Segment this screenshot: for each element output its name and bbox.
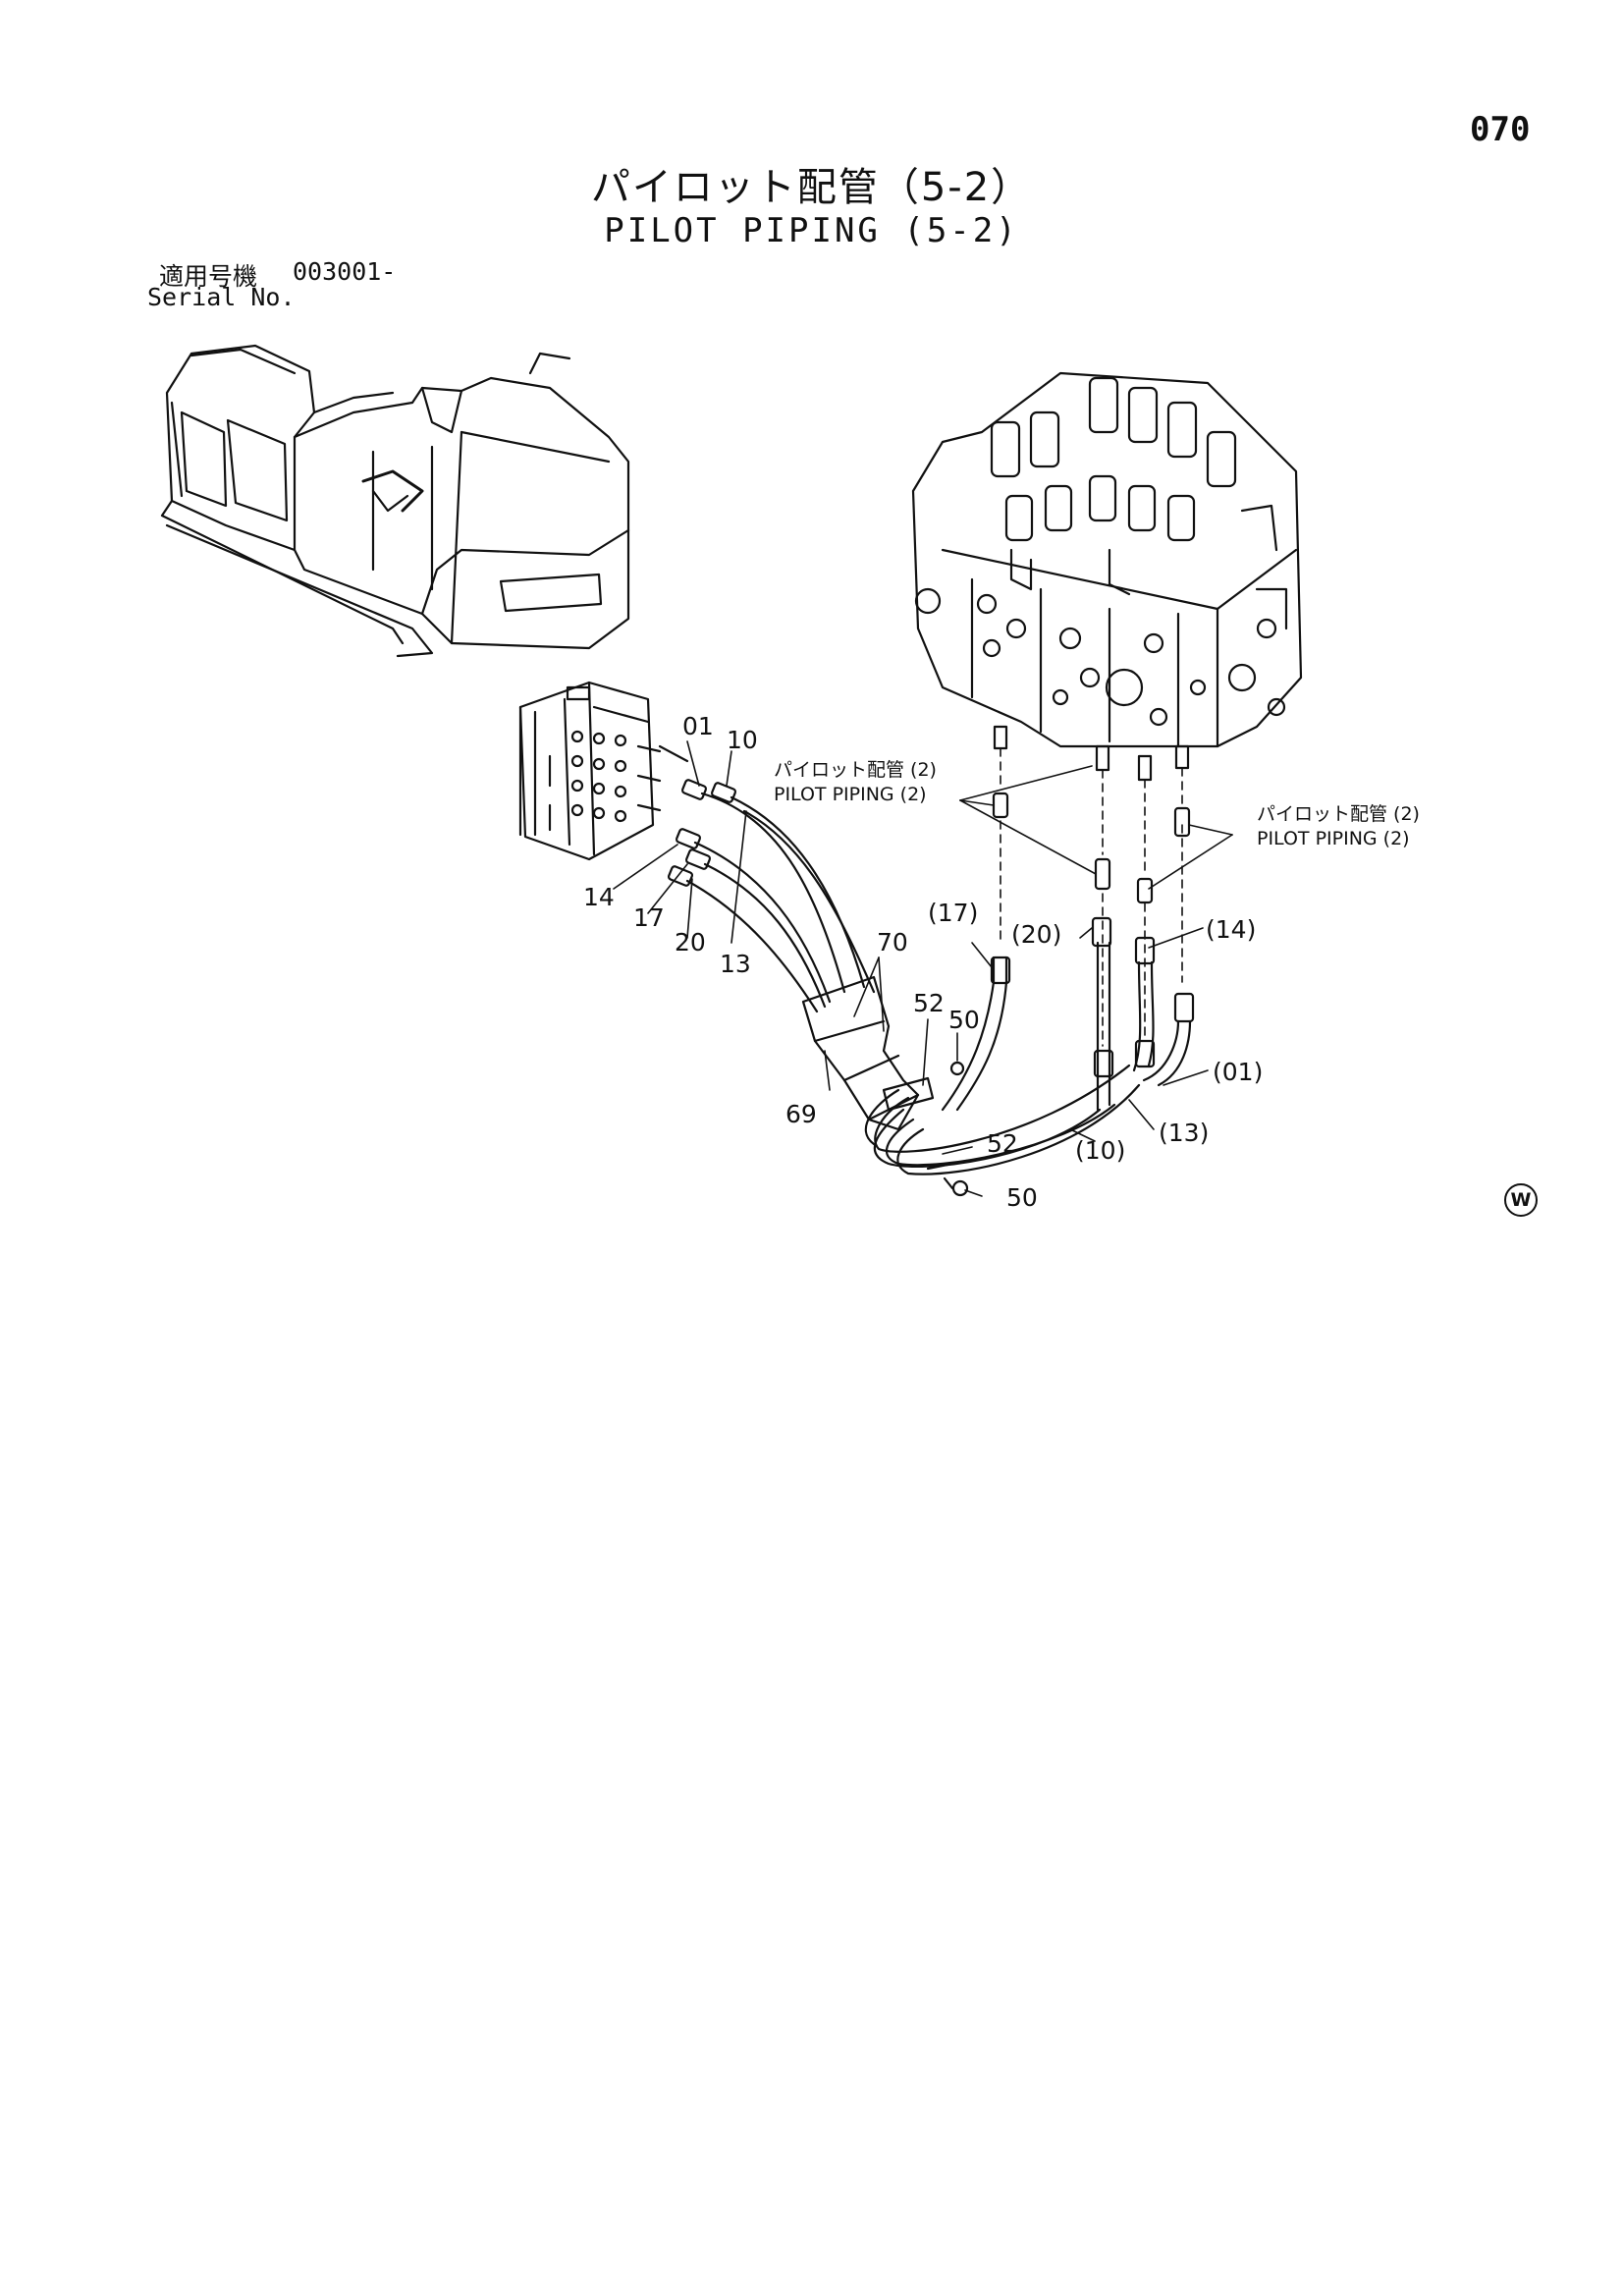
excavator-overview — [160, 344, 630, 658]
note-right-jp: パイロット配管 (2) — [1257, 803, 1420, 825]
callout-p20: (20) — [1011, 920, 1061, 949]
page-title-en: PILOT PIPING (5-2) — [604, 211, 1019, 250]
w-mark: W — [1504, 1183, 1538, 1217]
callout-52-lower: 52 — [987, 1129, 1018, 1158]
callout-20: 20 — [675, 928, 706, 957]
callout-10: 10 — [727, 726, 758, 754]
serial-label-en: Serial No. — [147, 283, 296, 311]
callout-p10: (10) — [1075, 1136, 1125, 1165]
callout-p13: (13) — [1159, 1119, 1209, 1147]
callout-p01: (01) — [1213, 1058, 1263, 1086]
serial-value: 003001- — [293, 257, 397, 286]
note-left-jp: パイロット配管 (2) — [774, 759, 937, 781]
page-title-jp: パイロット配管（5-2） — [590, 165, 1033, 210]
callout-01: 01 — [682, 712, 714, 740]
callout-52-upper: 52 — [913, 989, 945, 1017]
callout-13: 13 — [720, 950, 751, 978]
hose-bundle — [685, 792, 1192, 1175]
note-right-en: PILOT PIPING (2) — [1257, 828, 1410, 849]
callout-14: 14 — [583, 883, 615, 911]
note-left-en: PILOT PIPING (2) — [774, 784, 927, 805]
callout-17: 17 — [633, 903, 665, 932]
callout-50-upper: 50 — [948, 1006, 980, 1034]
pilot-valve-block — [518, 681, 662, 861]
callout-69: 69 — [785, 1100, 817, 1128]
callout-p14: (14) — [1206, 915, 1256, 944]
callout-50-lower: 50 — [1006, 1183, 1038, 1212]
callout-70: 70 — [877, 928, 908, 957]
serial-label-jp: 適用号機 — [159, 262, 258, 291]
control-valve — [911, 371, 1303, 782]
projection-lines — [1000, 747, 1183, 1047]
callout-p17: (17) — [928, 899, 978, 927]
page-number: 070 — [1470, 110, 1531, 149]
